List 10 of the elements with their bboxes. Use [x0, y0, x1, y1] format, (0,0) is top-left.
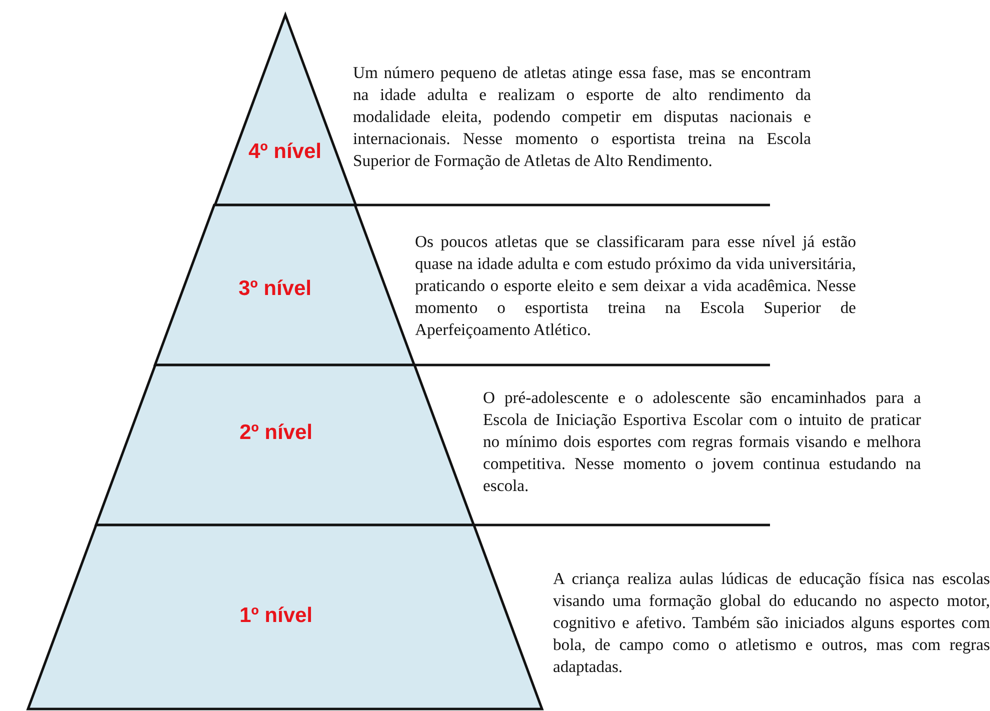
level-description: O pré-adolescente e o adolescente são encaminhados para a Escola de Iniciação Esportiva Escolar com o intuito de praticar no mínimo dois esportes com regras formais visando e melhora competitiva. Nesse momento o jovem continua estudando na escola.: [483, 387, 921, 497]
level-description: Um número pequeno de atletas atinge essa fase, mas se encontram na idade adulta e realizam o esporte de alto rendimento da modalidade eleita, podendo competir em disputas nacionais e internacionais. Nesse momento o esportista treina na Escola Superior de Formação de Atletas de Alto Rendimento.: [353, 62, 811, 172]
level-description: Os poucos atletas que se classificaram para esse nível já estão quase na idade adulta e com estudo próximo da vida universitária, praticando o esporte eleito e sem deixar a vida acadêmica. Nesse momento o esportista treina na Escola Superior de Aperfeiçoamento Atlético.: [415, 231, 856, 341]
level-label: 3º nível: [238, 277, 312, 301]
pyramid-level: [96, 365, 474, 525]
level-label: 2º nível: [239, 421, 312, 445]
level-label: 1º nível: [239, 604, 313, 628]
pyramid-level: [155, 205, 415, 365]
level-description: A criança realiza aulas lúdicas de educação física nas escolas visando uma formação global do educando no aspecto motor, cognitivo e afetivo. Também são iniciados alguns esportes com bola, de campo como o atletismo e outros, mas com regras adaptadas.: [553, 568, 990, 678]
pyramid-level: [28, 525, 542, 709]
